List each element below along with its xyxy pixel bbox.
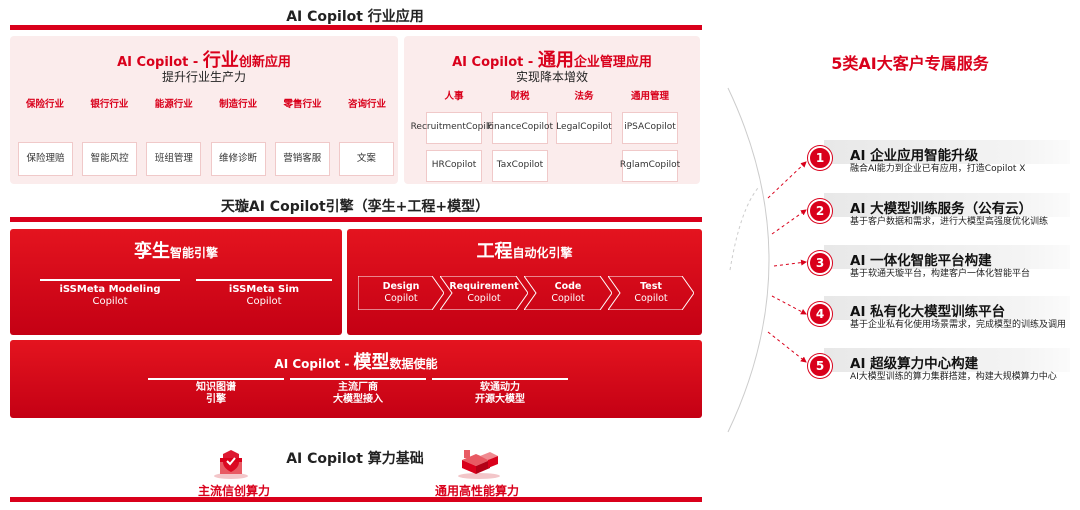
engine-title: 天璇AI Copilot引擎（孪生+工程+模型） bbox=[220, 199, 490, 215]
service-desc: AI大模型训练的算力集群搭建，构建大规模算力中心 bbox=[850, 372, 1057, 382]
engineering-engine-title: 工程自动化引擎 bbox=[476, 241, 573, 262]
general-panel-subtitle: 实现降本增效 bbox=[515, 70, 588, 84]
service-number: 4 bbox=[808, 302, 832, 326]
industry-panel: AI Copilot - 行业创新应用 提升行业生产力 保险行业 银行行业 能源… bbox=[10, 36, 398, 184]
industry-app-box: 保险理赔 bbox=[18, 142, 73, 176]
industry-label: 制造行业 bbox=[219, 99, 258, 110]
foundation-left-label: 主流信创算力 bbox=[197, 484, 270, 498]
industry-label: 零售行业 bbox=[283, 99, 322, 110]
industry-app-box: 营销客服 bbox=[274, 142, 330, 176]
service-item: 2 AI 大模型训练服务（公有云） 基于客户数据和需求，进行大模型高强度优化训练 bbox=[808, 193, 1070, 239]
service-item: 3 AI 一体化智能平台构建 基于软通天璇平台，构建客户一体化智能平台 bbox=[808, 245, 1070, 291]
industry-list: 保险行业 银行行业 能源行业 制造行业 零售行业 咨询行业 bbox=[18, 96, 394, 110]
service-number: 1 bbox=[808, 146, 832, 170]
top-divider bbox=[10, 25, 702, 30]
category-label: 人事 bbox=[444, 91, 464, 102]
service-band bbox=[824, 348, 1070, 372]
bottom-divider bbox=[10, 497, 702, 502]
data-center-icon bbox=[456, 446, 502, 484]
industry-panel-subtitle: 提升行业生产力 bbox=[161, 70, 246, 84]
service-item: 5 AI 超级算力中心构建 AI大模型训练的算力集群搭建，构建大规模算力中心 bbox=[808, 348, 1070, 394]
service-band bbox=[824, 140, 1070, 164]
service-desc: 基于客户数据和需求，进行大模型高强度优化训练 bbox=[850, 217, 1049, 227]
service-title: AI 企业应用智能升级 bbox=[850, 148, 979, 164]
service-title: AI 超级算力中心构建 bbox=[850, 356, 979, 372]
category-label: 通用管理 bbox=[630, 91, 669, 102]
model-engine-title: AI Copilot - 模型数据使能 bbox=[274, 352, 438, 373]
model-item: 知识图谱引擎 bbox=[148, 378, 284, 408]
industry-label: 保险行业 bbox=[25, 99, 64, 110]
service-desc: 基于企业私有化使用场景需求，完成模型的训练及调用 bbox=[850, 320, 1067, 330]
page-title: AI Copilot 行业应用 bbox=[286, 9, 424, 25]
service-title: AI 一体化智能平台构建 bbox=[850, 253, 992, 269]
engineering-engine-block: 工程自动化引擎 bbox=[347, 229, 702, 335]
industry-label: 能源行业 bbox=[154, 99, 193, 110]
general-panel: AI Copilot - 通用企业管理应用 实现降本增效 人事 财税 法务 通用… bbox=[404, 36, 700, 184]
category-label: 财税 bbox=[510, 91, 530, 102]
services-title: 5类AI大客户专属服务 bbox=[831, 54, 989, 73]
service-band bbox=[824, 245, 1070, 269]
industry-app-box: 维修诊断 bbox=[210, 142, 266, 176]
service-item: 1 AI 企业应用智能升级 融合AI能力到企业已有应用，打造Copilot X bbox=[808, 140, 1070, 186]
twin-engine-title: 孪生智能引擎 bbox=[133, 241, 218, 262]
industry-panel-title: AI Copilot - 行业创新应用 bbox=[117, 50, 291, 71]
general-panel-title: AI Copilot - 通用企业管理应用 bbox=[452, 50, 652, 71]
service-band bbox=[824, 296, 1070, 320]
foundation-title: AI Copilot 算力基础 bbox=[286, 451, 424, 467]
service-desc: 基于软通天璇平台，构建客户一体化智能平台 bbox=[850, 269, 1031, 279]
industry-label: 咨询行业 bbox=[347, 99, 386, 110]
industry-app-box: 智能风控 bbox=[82, 142, 138, 176]
model-item: 主流厂商大模型接入 bbox=[290, 378, 426, 408]
service-title: AI 私有化大模型训练平台 bbox=[850, 304, 1006, 320]
server-shield-icon bbox=[212, 448, 250, 484]
service-item: 4 AI 私有化大模型训练平台 基于企业私有化使用场景需求，完成模型的训练及调用 bbox=[808, 296, 1070, 342]
connector-arc bbox=[727, 87, 807, 433]
industry-app-box: 班组管理 bbox=[146, 142, 202, 176]
service-desc: 融合AI能力到企业已有应用，打造Copilot X bbox=[850, 164, 1026, 174]
engine-divider bbox=[10, 217, 702, 222]
industry-label: 银行行业 bbox=[90, 99, 129, 110]
industry-app-list: 保险理赔 智能风控 班组管理 维修诊断 营销客服 文案 bbox=[18, 142, 394, 176]
service-band bbox=[824, 193, 1070, 217]
model-engine-block: AI Copilot - 模型数据使能 知识图谱引擎 主流厂商大模型接入 软通动… bbox=[10, 340, 702, 418]
service-number: 2 bbox=[808, 199, 832, 223]
service-number: 3 bbox=[808, 251, 832, 275]
category-label: 法务 bbox=[574, 91, 594, 102]
service-title: AI 大模型训练服务（公有云） bbox=[850, 201, 1033, 217]
industry-app-box: 文案 bbox=[338, 142, 394, 176]
foundation-right-label: 通用高性能算力 bbox=[434, 484, 519, 498]
model-item: 软通动力开源大模型 bbox=[432, 378, 568, 408]
service-number: 5 bbox=[808, 354, 832, 378]
